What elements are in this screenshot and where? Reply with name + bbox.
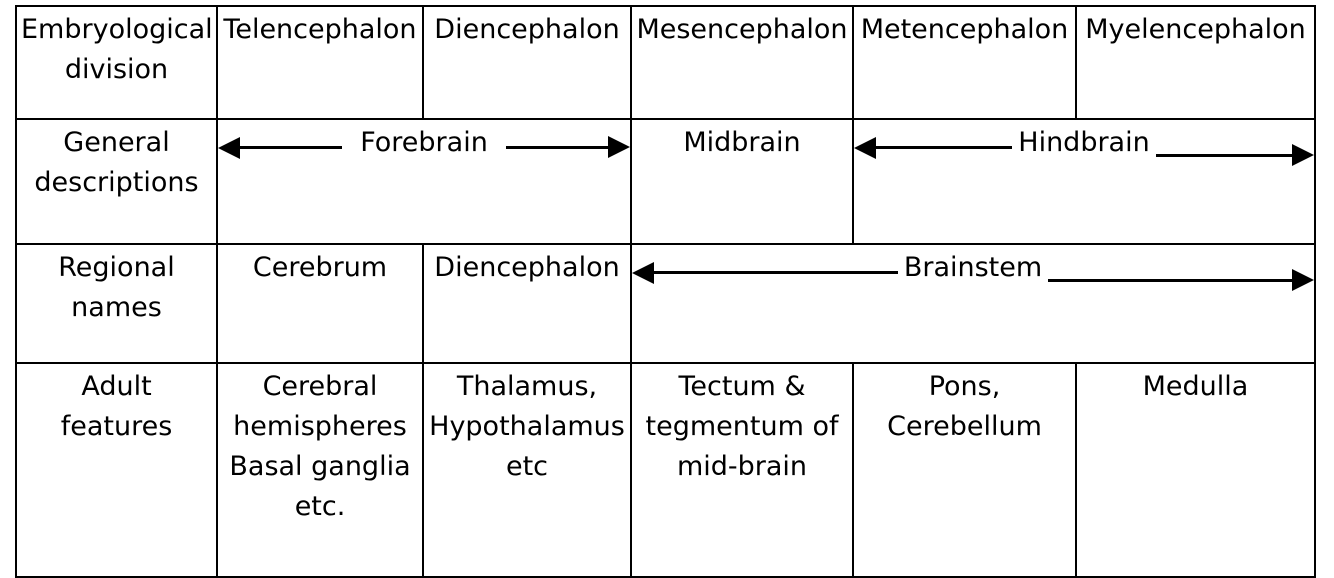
adult-feature-label: Pons, Cerebellum — [887, 371, 1042, 442]
row-header-embryological-division: Embryological division — [15, 5, 218, 120]
brain-divisions-table: Embryological division Telencephalon Die… — [15, 5, 1316, 578]
cell-forebrain-span: Forebrain — [216, 118, 632, 245]
cell-hindbrain-span: Hindbrain — [852, 118, 1316, 245]
cell-adult-myelencephalon: Medulla — [1075, 362, 1316, 578]
cell-diencephalon: Diencephalon — [422, 5, 632, 120]
cell-adult-diencephalon: Thalamus, Hypothalamus etc — [422, 362, 632, 578]
cell-cerebrum: Cerebrum — [216, 243, 424, 364]
cell-midbrain: Midbrain — [630, 118, 854, 245]
arrow-left-head-icon — [219, 123, 343, 163]
cell-label-telencephalon: Telencephalon — [223, 14, 417, 45]
cell-diencephalon-regional: Diencephalon — [422, 243, 632, 364]
row-header-label: General descriptions — [34, 127, 199, 198]
adult-feature-label: Cerebral hemispheres Basal ganglia etc. — [229, 371, 411, 522]
forebrain-label: Forebrain — [360, 127, 488, 158]
cell-label-metencephalon: Metencephalon — [860, 14, 1069, 45]
cerebrum-label: Cerebrum — [252, 252, 388, 283]
cell-telencephalon: Telencephalon — [216, 5, 424, 120]
cell-adult-telencephalon: Cerebral hemispheres Basal ganglia etc. — [216, 362, 424, 578]
cell-myelencephalon: Myelencephalon — [1075, 5, 1316, 120]
row-header-general-descriptions: General descriptions — [15, 118, 218, 245]
arrow-right-head-icon — [505, 123, 629, 163]
cell-label-mesencephalon: Mesencephalon — [636, 14, 848, 45]
cell-mesencephalon: Mesencephalon — [630, 5, 854, 120]
cell-adult-mesencephalon: Tectum & tegmentum of mid-brain — [630, 362, 854, 578]
cell-label-diencephalon: Diencephalon — [434, 14, 620, 45]
arrow-right-head-icon — [1048, 248, 1313, 291]
table-row-regional-names: Regional names Cerebrum Diencephalon Bra… — [15, 243, 1316, 364]
adult-feature-label: Medulla — [1142, 371, 1249, 402]
diencephalon-label: Diencephalon — [434, 252, 620, 283]
table-row-adult-features: Adult features Cerebral hemispheres Basa… — [15, 362, 1316, 578]
cell-metencephalon: Metencephalon — [852, 5, 1077, 120]
hindbrain-label: Hindbrain — [1018, 127, 1150, 158]
row-header-label: Regional names — [58, 252, 175, 323]
brainstem-label: Brainstem — [903, 252, 1043, 283]
row-header-label: Embryological division — [21, 14, 213, 85]
table-row-general-descriptions: General descriptions Forebrain Midbrain — [15, 118, 1316, 245]
cell-adult-metencephalon: Pons, Cerebellum — [852, 362, 1077, 578]
arrow-left-head-icon — [855, 123, 1013, 163]
hindbrain-double-arrow: Hindbrain — [855, 123, 1313, 166]
arrow-left-head-icon — [633, 248, 898, 288]
brain-divisions-table-container: Embryological division Telencephalon Die… — [15, 5, 1316, 578]
cell-brainstem-span: Brainstem — [630, 243, 1316, 364]
row-header-label: Adult features — [60, 371, 173, 442]
adult-feature-label: Thalamus, Hypothalamus etc — [429, 371, 625, 482]
row-header-regional-names: Regional names — [15, 243, 218, 364]
cell-label-myelencephalon: Myelencephalon — [1085, 14, 1306, 45]
brainstem-double-arrow: Brainstem — [633, 248, 1313, 291]
table-row-embryological-division: Embryological division Telencephalon Die… — [15, 5, 1316, 120]
forebrain-double-arrow: Forebrain — [219, 123, 629, 163]
row-header-adult-features: Adult features — [15, 362, 218, 578]
midbrain-label: Midbrain — [683, 127, 801, 158]
adult-feature-label: Tectum & tegmentum of mid-brain — [645, 371, 839, 482]
arrow-right-head-icon — [1155, 123, 1313, 166]
